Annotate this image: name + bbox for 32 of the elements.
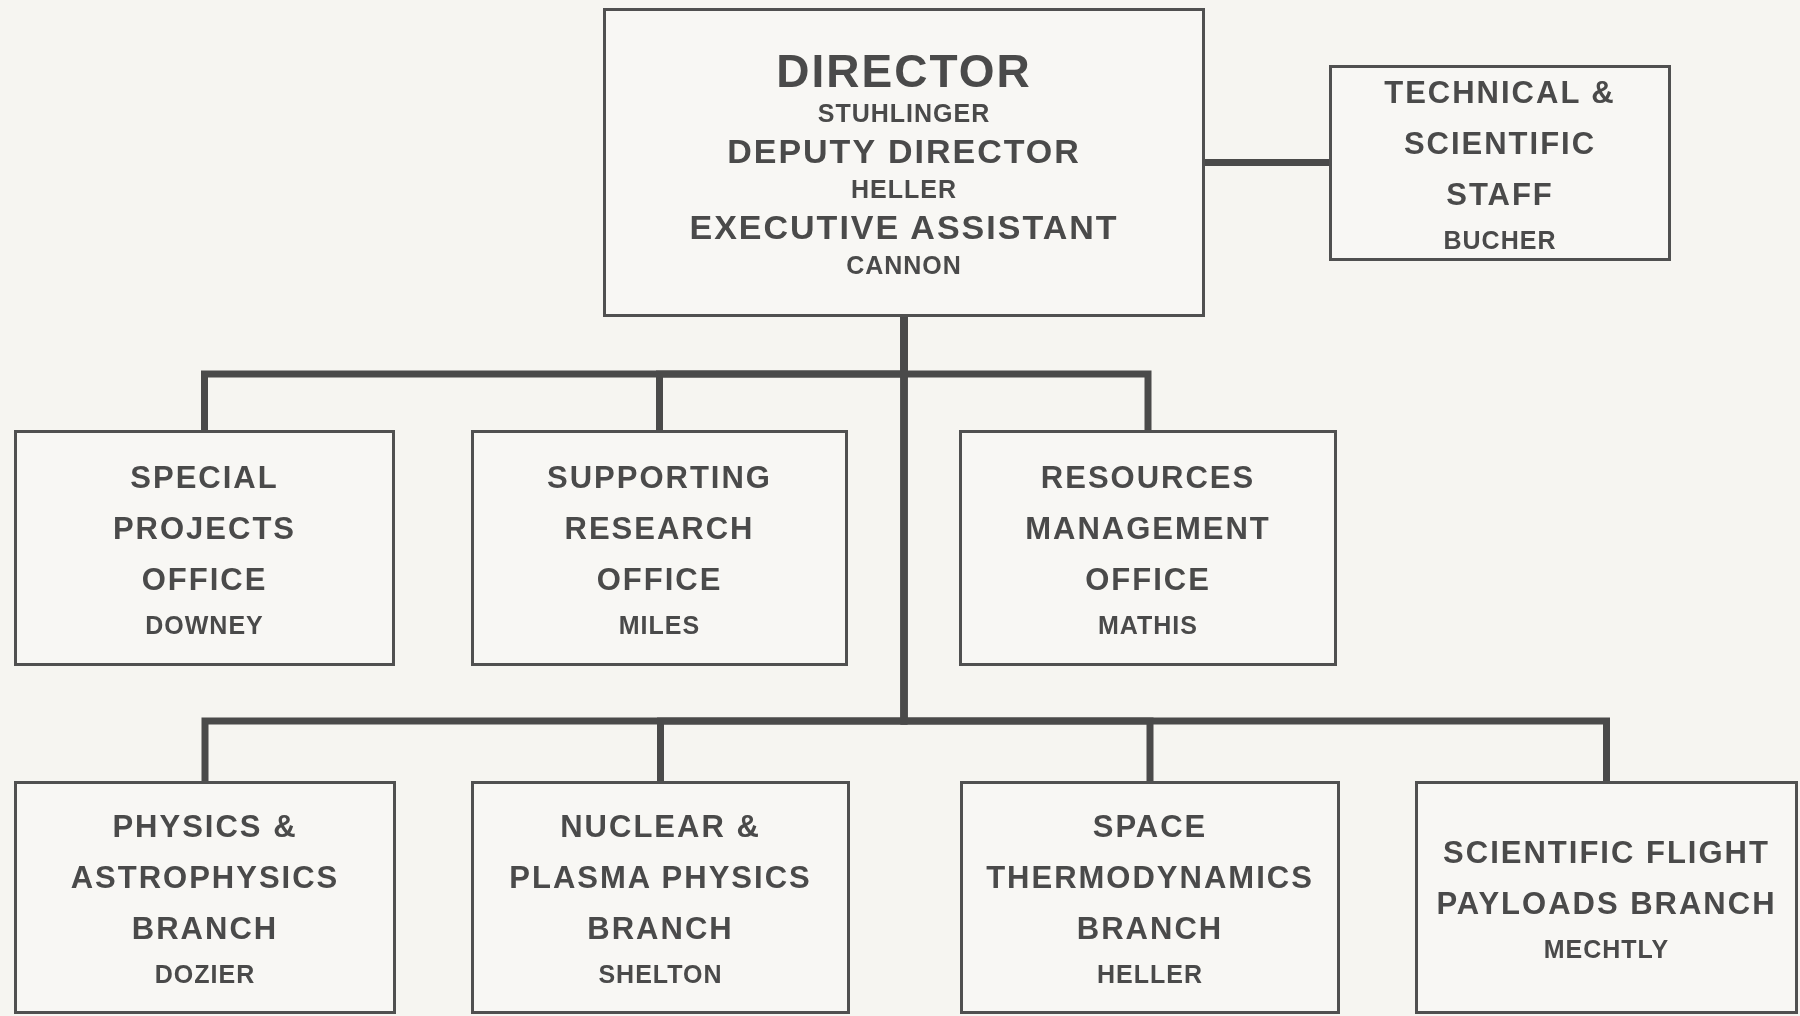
person-name: CANNON xyxy=(846,249,962,281)
person-name: SHELTON xyxy=(598,959,723,990)
person-name: DOWNEY xyxy=(145,609,264,641)
unit-title: SCIENTIFIC FLIGHT PAYLOADS BRANCH xyxy=(1435,833,1778,923)
unit-title: SPACE THERMODYNAMICS BRANCH xyxy=(985,808,1315,948)
unit-title: DEPUTY DIRECTOR xyxy=(727,130,1081,172)
person-name: STUHLINGER xyxy=(817,97,991,129)
person-name: DOZIER xyxy=(154,959,256,990)
unit-title: SPECIAL PROJECTS OFFICE xyxy=(111,458,298,599)
person-name: HELLER xyxy=(1097,959,1203,990)
unit-title: TECHNICAL & SCIENTIFIC STAFF xyxy=(1383,73,1617,214)
org-unit-box xyxy=(471,430,848,666)
org-unit-box xyxy=(603,8,1205,317)
person-name: MATHIS xyxy=(1098,609,1198,641)
org-unit-box xyxy=(960,781,1340,1014)
unit-title: RESOURCES MANAGEMENT OFFICE xyxy=(1024,458,1272,599)
person-name: BUCHER xyxy=(1443,224,1557,256)
unit-title: EXECUTIVE ASSISTANT xyxy=(689,206,1119,248)
unit-title: SUPPORTING RESEARCH OFFICE xyxy=(546,458,773,599)
person-name: MILES xyxy=(618,609,701,641)
org-unit-box xyxy=(14,781,396,1014)
org-unit-box xyxy=(1329,65,1671,261)
unit-title: PHYSICS & ASTROPHYSICS BRANCH xyxy=(69,808,341,948)
org-unit-box xyxy=(14,430,395,666)
org-unit-box xyxy=(471,781,850,1014)
person-name: MECHTLY xyxy=(1543,933,1670,965)
org-unit-box xyxy=(959,430,1337,666)
unit-title: DIRECTOR xyxy=(776,44,1032,97)
connector-line xyxy=(1205,159,1329,166)
unit-title: NUCLEAR & PLASMA PHYSICS BRANCH xyxy=(508,808,813,948)
org-unit-box xyxy=(1415,781,1798,1014)
person-name: HELLER xyxy=(851,173,957,205)
